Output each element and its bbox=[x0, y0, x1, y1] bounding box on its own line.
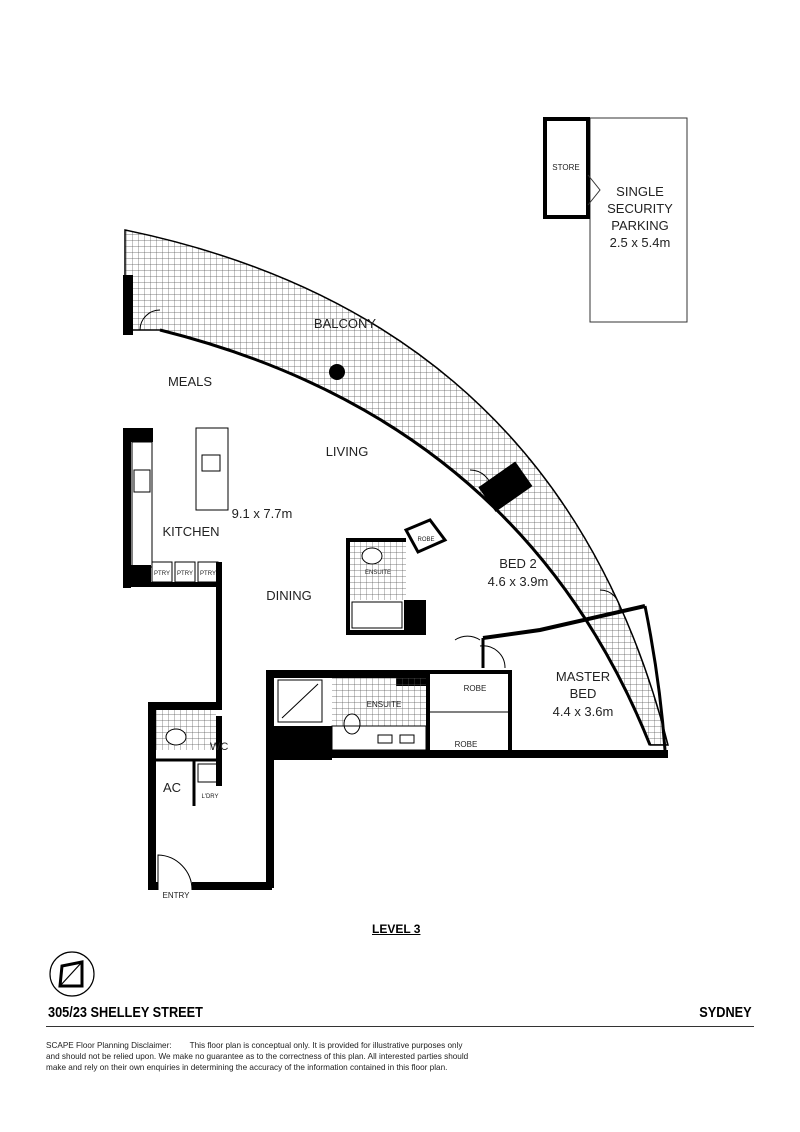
divider bbox=[46, 1026, 754, 1027]
door-swing bbox=[139, 309, 161, 331]
pantry-label: PTRY bbox=[154, 571, 170, 577]
disclaimer-title: SCAPE Floor Planning Disclaimer: bbox=[46, 1041, 172, 1050]
door-swing bbox=[479, 645, 506, 669]
address: 305/23 SHELLEY STREET bbox=[48, 1004, 203, 1021]
compass-logo-icon bbox=[49, 951, 95, 997]
balcony-area bbox=[124, 229, 669, 746]
laundry-label: L'DRY bbox=[201, 794, 218, 800]
ensuite-label: ENSUITE bbox=[367, 700, 402, 709]
door-swing bbox=[469, 469, 493, 491]
entry-label: ENTRY bbox=[163, 891, 191, 900]
living-label: LIVING bbox=[326, 444, 369, 459]
robe-label: ROBE bbox=[464, 684, 487, 693]
robe bbox=[403, 518, 448, 554]
basin-icon bbox=[377, 734, 393, 744]
cooktop-icon bbox=[133, 469, 151, 493]
door-swing bbox=[599, 589, 621, 611]
parking-label-3: PARKING bbox=[611, 218, 669, 233]
walls bbox=[123, 275, 668, 890]
bed-wall bbox=[482, 604, 646, 640]
meals-label: MEALS bbox=[168, 374, 212, 389]
column-block bbox=[478, 461, 533, 512]
basin-icon bbox=[399, 734, 415, 744]
wc-label: WC bbox=[210, 741, 228, 753]
master-label-1: MASTER bbox=[556, 669, 610, 684]
parking-label-2: SECURITY bbox=[607, 201, 673, 216]
laundry-tub-icon bbox=[197, 763, 219, 783]
disclaimer: SCAPE Floor Planning Disclaimer:This flo… bbox=[46, 1040, 476, 1073]
kitchen-bench bbox=[131, 441, 153, 568]
door-swing bbox=[454, 635, 481, 641]
vanity bbox=[331, 725, 427, 751]
ac-label: AC bbox=[163, 780, 181, 795]
store-label: STORE bbox=[552, 163, 579, 172]
toilet-icon bbox=[361, 547, 383, 565]
city: SYDNEY bbox=[699, 1004, 752, 1021]
balcony-label: BALCONY bbox=[314, 316, 376, 331]
wall bbox=[643, 605, 667, 751]
master-label-2: BED bbox=[570, 686, 597, 701]
disclaimer-text: This floor plan is conceptual only. It i… bbox=[46, 1041, 469, 1072]
ensuite-label: ENSUITE bbox=[365, 570, 391, 576]
master-size: 4.4 x 3.6m bbox=[553, 704, 614, 719]
living-size: 9.1 x 7.7m bbox=[232, 506, 293, 521]
dining-label: DINING bbox=[266, 588, 312, 603]
sink-icon bbox=[201, 454, 221, 472]
pantry-doors bbox=[151, 561, 219, 583]
entry-door[interactable] bbox=[157, 854, 193, 891]
bed2-size: 4.6 x 3.9m bbox=[488, 574, 549, 589]
pantry-label: PTRY bbox=[177, 571, 193, 577]
parking-space bbox=[543, 117, 688, 323]
toilet-icon bbox=[165, 728, 187, 746]
bath-icon bbox=[351, 601, 403, 629]
pantry-label: PTRY bbox=[200, 571, 216, 577]
robe-label: ROBE bbox=[455, 740, 478, 749]
kitchen-label: KITCHEN bbox=[162, 524, 219, 539]
bed2-label: BED 2 bbox=[499, 556, 537, 571]
toilet-icon bbox=[343, 713, 361, 735]
parking-label-1: SINGLE bbox=[616, 184, 664, 199]
shower-icon bbox=[277, 679, 323, 723]
kitchen-island bbox=[195, 427, 229, 511]
column bbox=[329, 364, 345, 380]
shower-line bbox=[281, 683, 319, 719]
level-label: LEVEL 3 bbox=[372, 922, 421, 936]
wc-tiles bbox=[156, 710, 216, 750]
robe-label: ROBE bbox=[417, 537, 434, 543]
parking-size: 2.5 x 5.4m bbox=[610, 235, 671, 250]
glass-line bbox=[159, 328, 652, 746]
